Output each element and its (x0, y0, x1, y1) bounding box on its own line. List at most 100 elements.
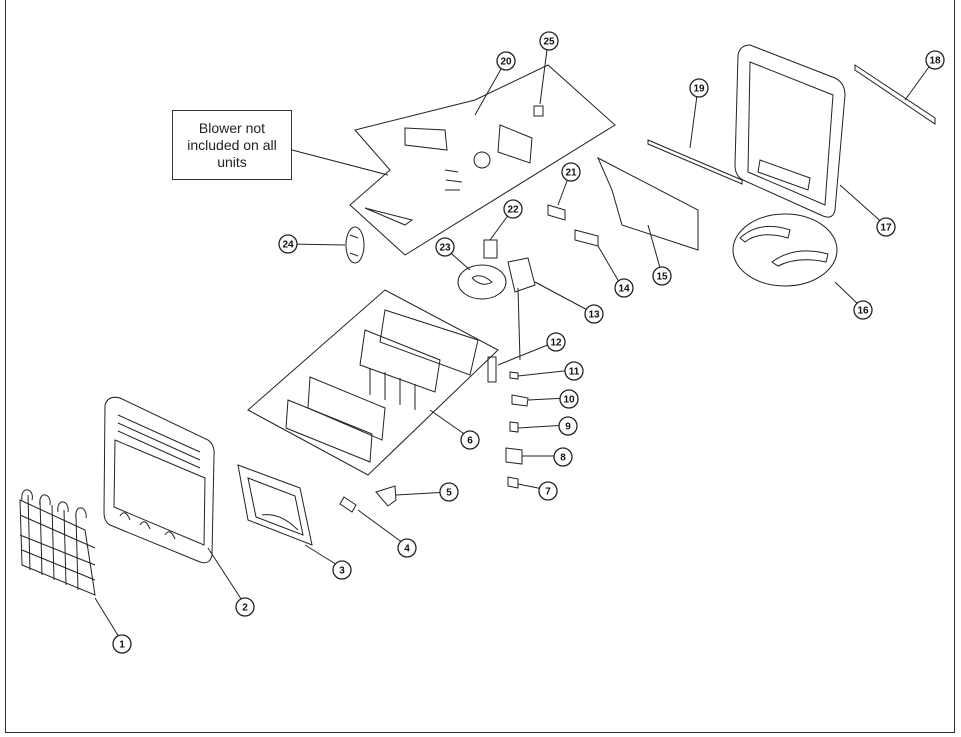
part-1-grill (19, 489, 96, 596)
callout-14: 14 (614, 278, 634, 298)
callout-circle (584, 304, 604, 324)
part-8-regulator (505, 447, 523, 465)
callout-number: 22 (507, 205, 519, 216)
callout-circle (614, 278, 634, 298)
diagram-frame (5, 0, 955, 733)
callout-number: 19 (693, 84, 705, 95)
callout-number: 18 (929, 56, 941, 67)
callout-number: 20 (500, 57, 512, 68)
callout-circle (112, 634, 132, 654)
part-10-bracket (511, 394, 529, 407)
callout-number: 15 (656, 272, 668, 283)
part-15-heat-shield (596, 156, 699, 251)
part-21-clip (547, 204, 566, 221)
callout-number: 4 (404, 544, 410, 555)
callout-25: 25 (539, 31, 559, 51)
callout-number: 10 (563, 395, 575, 406)
callout-number: 6 (467, 436, 473, 447)
callout-number: 21 (565, 168, 577, 179)
callout-circle (925, 50, 945, 70)
callout-19: 19 (689, 78, 709, 98)
callout-7: 7 (538, 481, 558, 501)
part-20-blower-assembly (349, 64, 616, 256)
blower-note-text: Blower not included on all units (187, 119, 277, 170)
callout-circle (435, 237, 455, 257)
callout-circle (439, 482, 459, 502)
callout-circle (397, 538, 417, 558)
callout-circle (561, 162, 581, 182)
callout-13: 13 (584, 304, 604, 324)
callout-10: 10 (559, 389, 579, 409)
callout-15: 15 (652, 266, 672, 286)
callout-21: 21 (561, 162, 581, 182)
part-11-piezo (509, 371, 519, 380)
part-4-screw (339, 496, 357, 513)
callout-number: 24 (282, 240, 294, 251)
callout-circle (689, 78, 709, 98)
callout-number: 5 (446, 488, 452, 499)
part-6-burner-assembly (247, 289, 499, 476)
callout-2: 2 (235, 597, 255, 617)
callout-number: 23 (439, 243, 451, 254)
callout-23: 23 (435, 237, 455, 257)
callout-5: 5 (439, 482, 459, 502)
callout-number: 25 (543, 37, 555, 48)
part-2-front-panel (103, 396, 215, 564)
callout-6: 6 (460, 430, 480, 450)
part-12-thermocouple (487, 356, 497, 383)
callout-circle (539, 31, 559, 51)
callout-11: 11 (564, 361, 584, 381)
callout-circle (652, 266, 672, 286)
callout-number: 16 (857, 306, 869, 317)
part-17-cabinet (734, 44, 846, 218)
callout-number: 9 (565, 422, 571, 433)
callout-number: 1 (119, 640, 125, 651)
callout-4: 4 (397, 538, 417, 558)
callout-1: 1 (112, 634, 132, 654)
callout-8: 8 (553, 447, 573, 467)
callout-22: 22 (503, 199, 523, 219)
callout-9: 9 (558, 416, 578, 436)
callout-16: 16 (853, 300, 873, 320)
callout-number: 11 (569, 367, 580, 378)
part-18-mounting-bracket (854, 64, 936, 125)
callout-circle (558, 416, 578, 436)
callout-number: 3 (339, 566, 345, 577)
part-7-fitting (507, 476, 519, 489)
callout-12: 12 (546, 332, 566, 352)
part-16-handles (732, 213, 838, 287)
part-5-bracket (375, 485, 397, 507)
callout-number: 13 (588, 310, 600, 321)
part-9-nozzle (509, 421, 519, 433)
callout-circle (876, 217, 896, 237)
callouts: 1234567891011121314151617181920212223242… (112, 31, 945, 654)
callout-circle (559, 389, 579, 409)
callout-number: 8 (560, 453, 566, 464)
callout-circle (538, 481, 558, 501)
callout-circle (496, 51, 516, 71)
callout-circle (332, 560, 352, 580)
callout-number: 14 (618, 284, 630, 295)
callout-circle (546, 332, 566, 352)
callout-circle (853, 300, 873, 320)
callout-circle (553, 447, 573, 467)
part-25-screw (533, 105, 544, 117)
callout-number: 7 (545, 487, 551, 498)
callout-17: 17 (876, 217, 896, 237)
callout-24: 24 (278, 234, 298, 254)
callout-circle (460, 430, 480, 450)
callout-circle (278, 234, 298, 254)
callout-circle (235, 597, 255, 617)
callout-circle (564, 361, 584, 381)
callout-number: 12 (550, 338, 562, 349)
callout-18: 18 (925, 50, 945, 70)
part-19-rail (647, 139, 743, 185)
part-24-clip (345, 226, 365, 264)
callout-3: 3 (332, 560, 352, 580)
part-14-bracket (574, 229, 599, 247)
part-13-gas-valve (507, 257, 536, 361)
callout-number: 2 (242, 603, 248, 614)
callout-20: 20 (496, 51, 516, 71)
part-22-switch (483, 239, 498, 259)
